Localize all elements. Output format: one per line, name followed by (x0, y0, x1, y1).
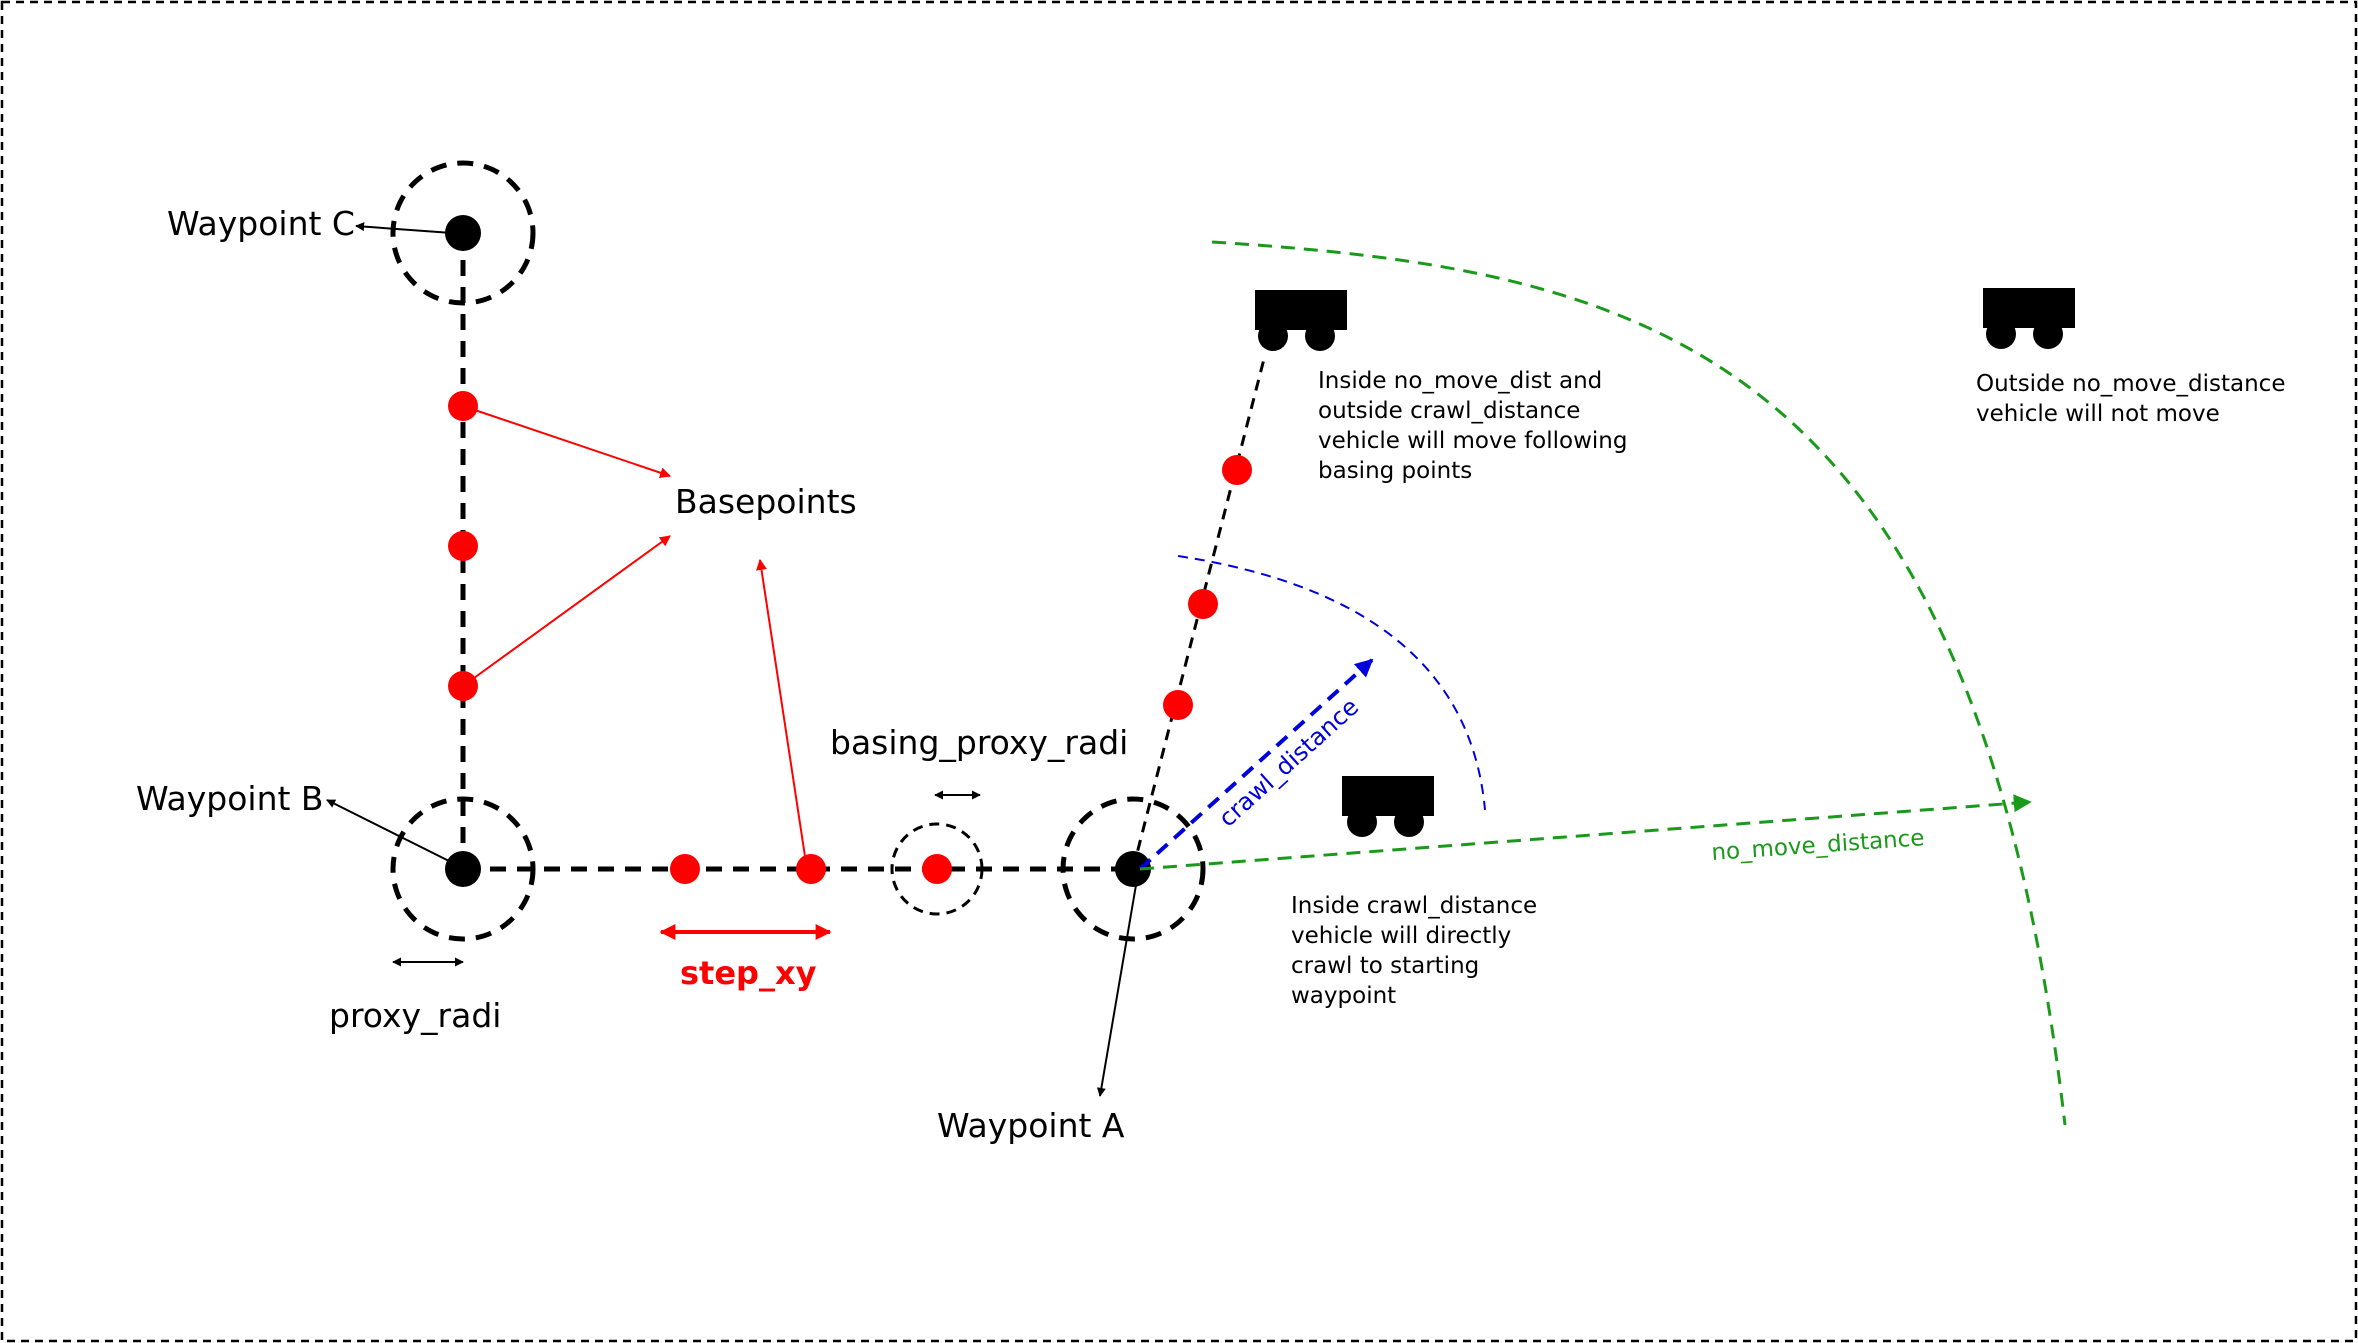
basepoints-label: Basepoints (675, 482, 857, 521)
waypoint-c-arrow (355, 222, 453, 234)
basing-proxy-radi-label: basing_proxy_radi (830, 723, 1128, 762)
outside-no-move-note: Outside no_move_distance vehicle will no… (1976, 371, 2293, 427)
proxy-radius-circle-a (1060, 796, 1206, 942)
no-move-distance-label: no_move_distance (1711, 825, 1926, 866)
waypoint-b-label: Waypoint B (136, 779, 324, 818)
vehicle-icon (1342, 776, 1434, 837)
basepoint (796, 854, 826, 884)
basepoint (1163, 690, 1193, 720)
vehicle-icon (1255, 290, 1347, 351)
crawl-distance-arc (1177, 555, 1486, 811)
proxy-radi-label: proxy_radi (329, 996, 501, 1035)
basepoint (922, 854, 952, 884)
basepoint (448, 531, 478, 561)
basing-proxy-radius-circle (890, 822, 984, 916)
basepoint (1222, 455, 1252, 485)
waypoint-b (445, 851, 481, 887)
crawl-distance-label: crawl_distance (1213, 693, 1364, 833)
inside-crawl-note: Inside crawl_distance vehicle will direc… (1291, 893, 1544, 1009)
proxy-radius-circle-b (390, 796, 536, 942)
no-move-distance-arc (1211, 240, 2067, 1126)
step-xy-label: step_xy (680, 954, 817, 992)
basepoint (1188, 589, 1218, 619)
waypoint-b-arrow (326, 799, 452, 863)
basepoint (670, 854, 700, 884)
basepoints-arrow (462, 405, 672, 479)
vehicle-icon (1983, 288, 2075, 349)
basepoints-arrow (756, 558, 807, 864)
waypoint-a-label: Waypoint A (937, 1106, 1125, 1145)
path-segment-a-vehicle (1131, 354, 1267, 870)
no-move-distance-arrow (1139, 794, 2032, 871)
proxy-radius-circle-c (390, 160, 536, 306)
inside-no-move-note: Inside no_move_dist and outside crawl_di… (1318, 368, 1635, 484)
waypoint-c-label: Waypoint C (167, 204, 355, 243)
waypoint-a (1115, 851, 1151, 887)
basepoints (448, 391, 1252, 884)
waypoint-a-arrow (1096, 884, 1137, 1097)
crawl-distance-arrow (1138, 658, 1374, 871)
waypoint-c (445, 215, 481, 251)
basepoints-arrow (462, 535, 671, 687)
